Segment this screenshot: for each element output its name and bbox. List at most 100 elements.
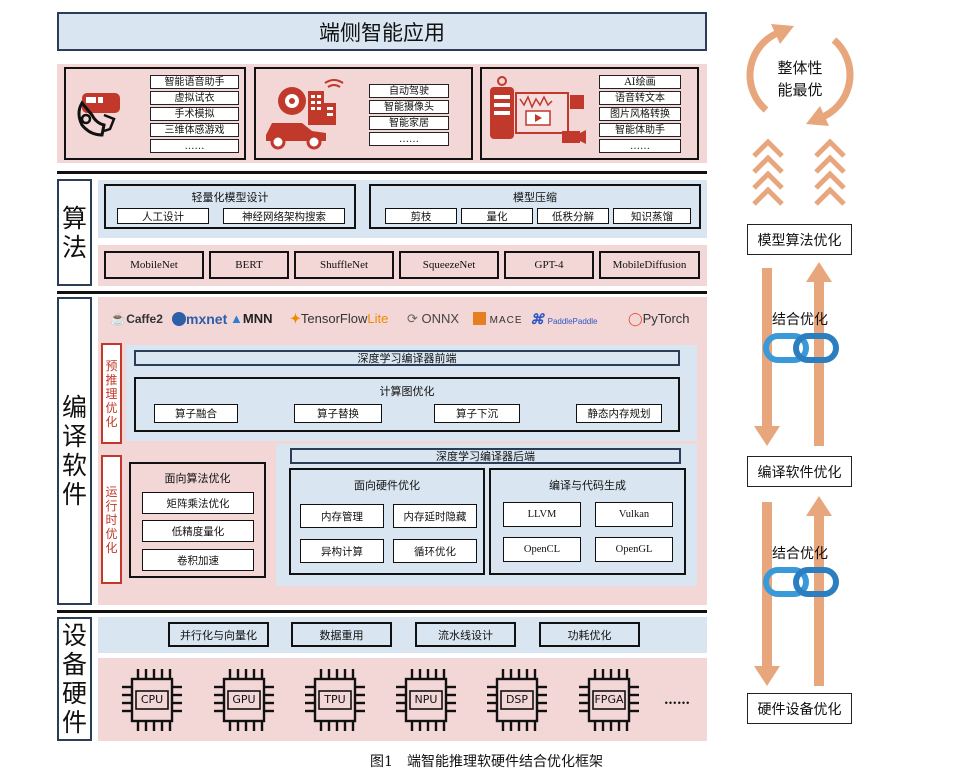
mxnet-icon: [172, 312, 186, 326]
app-item: 语音转文本: [599, 91, 681, 105]
tensorflow-icon: ✦: [290, 311, 301, 326]
overall-performance-label: 整体性能最优: [777, 59, 823, 99]
combine-opt-label: 结合优化: [772, 546, 828, 562]
backend-bar: 深度学习编译器后端: [290, 448, 681, 464]
caffe2-icon: ☕: [110, 311, 127, 326]
chip-fpga: FPGA: [577, 667, 641, 733]
app-group-1: 智能语音助手 虚拟试衣 手术模拟 三维体感游戏 ……: [64, 67, 246, 160]
app-item: 智能语音助手: [150, 75, 239, 89]
model-algorithm-opt-box: 模型算法优化: [747, 224, 852, 255]
codegen-box: LLVM: [503, 502, 581, 527]
runtime-label: 运行时优化: [101, 455, 122, 584]
codegen-box: Vulkan: [595, 502, 673, 527]
optimization-flow-graphic: [746, 24, 854, 686]
algorithm-oriented-group: 面向算法优化 矩阵乘法优化 低精度量化 卷积加速: [129, 462, 266, 578]
app-item: AI绘画: [599, 75, 681, 89]
cycle-arrow-right: [818, 37, 854, 122]
hardware-oriented-title: 面向硬件优化: [354, 479, 420, 492]
algo-opt-box: 矩阵乘法优化: [142, 492, 254, 514]
hw-technique-box: 流水线设计: [415, 622, 516, 647]
chip-label: TPU: [324, 693, 346, 706]
model-box: MobileNet: [104, 251, 204, 279]
onnx-icon: ⟳: [407, 311, 418, 326]
graph-op-box: 算子替换: [294, 404, 382, 423]
graph-optimization-title: 计算图优化: [379, 385, 435, 398]
hw-opt-box: 内存延时隐藏: [393, 504, 477, 528]
model-compression-group: 模型压缩 剪枝 量化 低秩分解 知识蒸馏: [369, 184, 701, 229]
chip-icon: [396, 669, 456, 731]
chip-gpu: GPU: [212, 667, 276, 733]
frontend-bar: 深度学习编译器前端: [134, 350, 680, 366]
app-item: ……: [599, 139, 681, 153]
chain-link-icon: [793, 567, 839, 597]
mxnet-logo: mxnet: [172, 311, 227, 327]
chip-icon: [305, 669, 365, 731]
figure-caption: 图1 端智能推理软硬件结合优化框架: [370, 754, 603, 770]
chip-label: GPU: [232, 693, 256, 706]
pytorch-icon: ◯: [628, 311, 643, 326]
graph-op-box: 算子下沉: [434, 404, 520, 423]
algorithm-oriented-title: 面向算法优化: [164, 472, 231, 485]
hardware-opt-box: 硬件设备优化: [747, 693, 852, 724]
graph-op-box: 静态内存规划: [576, 404, 662, 423]
compiler-opt-box: 编译软件优化: [747, 456, 852, 487]
caffe2-logo: ☕Caffe2: [110, 311, 163, 326]
graph-op-box: 算子融合: [154, 404, 238, 423]
app-item: 图片风格转换: [599, 107, 681, 121]
app-item: 三维体感游戏: [150, 123, 239, 137]
app-item: ……: [150, 139, 239, 153]
lightweight-design-group: 轻量化模型设计 人工设计 神经网络架构搜索: [104, 184, 356, 229]
app-item: 手术模拟: [150, 107, 239, 121]
chip-label: FPGA: [594, 693, 624, 706]
hw-technique-box: 功耗优化: [539, 622, 640, 647]
paddle-icon: ⌘: [530, 311, 544, 327]
chain-link-icon: [793, 333, 839, 363]
title-bar: 端侧智能应用: [57, 12, 707, 51]
chip-band: [98, 658, 707, 741]
hardware-side-label: 设备硬件: [57, 617, 92, 741]
mnn-logo: ▲MNN: [230, 311, 273, 326]
mace-logo: MACE: [473, 311, 523, 326]
mace-icon: [473, 312, 486, 325]
up-chevron: [752, 186, 784, 206]
method-box: 人工设计: [117, 208, 209, 224]
vr-headset-icon: [77, 93, 120, 137]
up-chevron: [814, 138, 846, 158]
codegen-group: 编译与代码生成 LLVM Vulkan OpenCL OpenGL: [489, 468, 686, 575]
method-box: 量化: [461, 208, 533, 224]
up-arrowhead: [806, 262, 832, 282]
method-box: 神经网络架构搜索: [223, 208, 345, 224]
tflite-logo: ✦TensorFlowLite: [290, 311, 389, 326]
cycle-arrow-left: [746, 28, 782, 113]
pytorch-logo: ◯PyTorch: [628, 311, 690, 326]
chip-dsp: DSP: [485, 667, 549, 733]
up-arrow-shaft: [814, 514, 824, 686]
hw-opt-box: 异构计算: [300, 539, 384, 563]
codegen-box: OpenGL: [595, 537, 673, 562]
app-item: 智能体助手: [599, 123, 681, 137]
model-box: ShuffleNet: [294, 251, 394, 279]
hardware-oriented-group: 面向硬件优化 内存管理 内存延时隐藏 异构计算 循环优化: [289, 468, 485, 575]
app-item: ……: [369, 132, 449, 146]
combine-opt-label: 结合优化: [772, 312, 828, 328]
cycle-arrowhead: [806, 106, 829, 126]
hw-opt-box: 内存管理: [300, 504, 384, 528]
onnx-logo: ⟳ ONNX: [407, 311, 460, 326]
pre-inference-label: 预推理优化: [101, 343, 122, 444]
chip-icon: [579, 669, 639, 731]
up-chevron: [814, 170, 846, 190]
compiler-side-label: 编译软件: [57, 297, 92, 605]
paddlepaddle-logo: ⌘ PaddlePaddle: [530, 311, 598, 327]
chain-link-icon: [763, 567, 809, 597]
chain-link-icon: [763, 333, 809, 363]
app-group-2: 自动驾驶 智能摄像头 智能家居 ……: [254, 67, 473, 160]
hw-technique-box: 并行化与向量化: [168, 622, 269, 647]
cycle-arrowhead: [771, 24, 794, 44]
up-chevron: [752, 170, 784, 190]
app-item: 虚拟试衣: [150, 91, 239, 105]
chip-icon: [214, 669, 274, 731]
chip-icon: [487, 669, 547, 731]
hw-opt-box: 循环优化: [393, 539, 477, 563]
hw-technique-box: 数据重用: [291, 622, 392, 647]
model-box: SqueezeNet: [399, 251, 499, 279]
